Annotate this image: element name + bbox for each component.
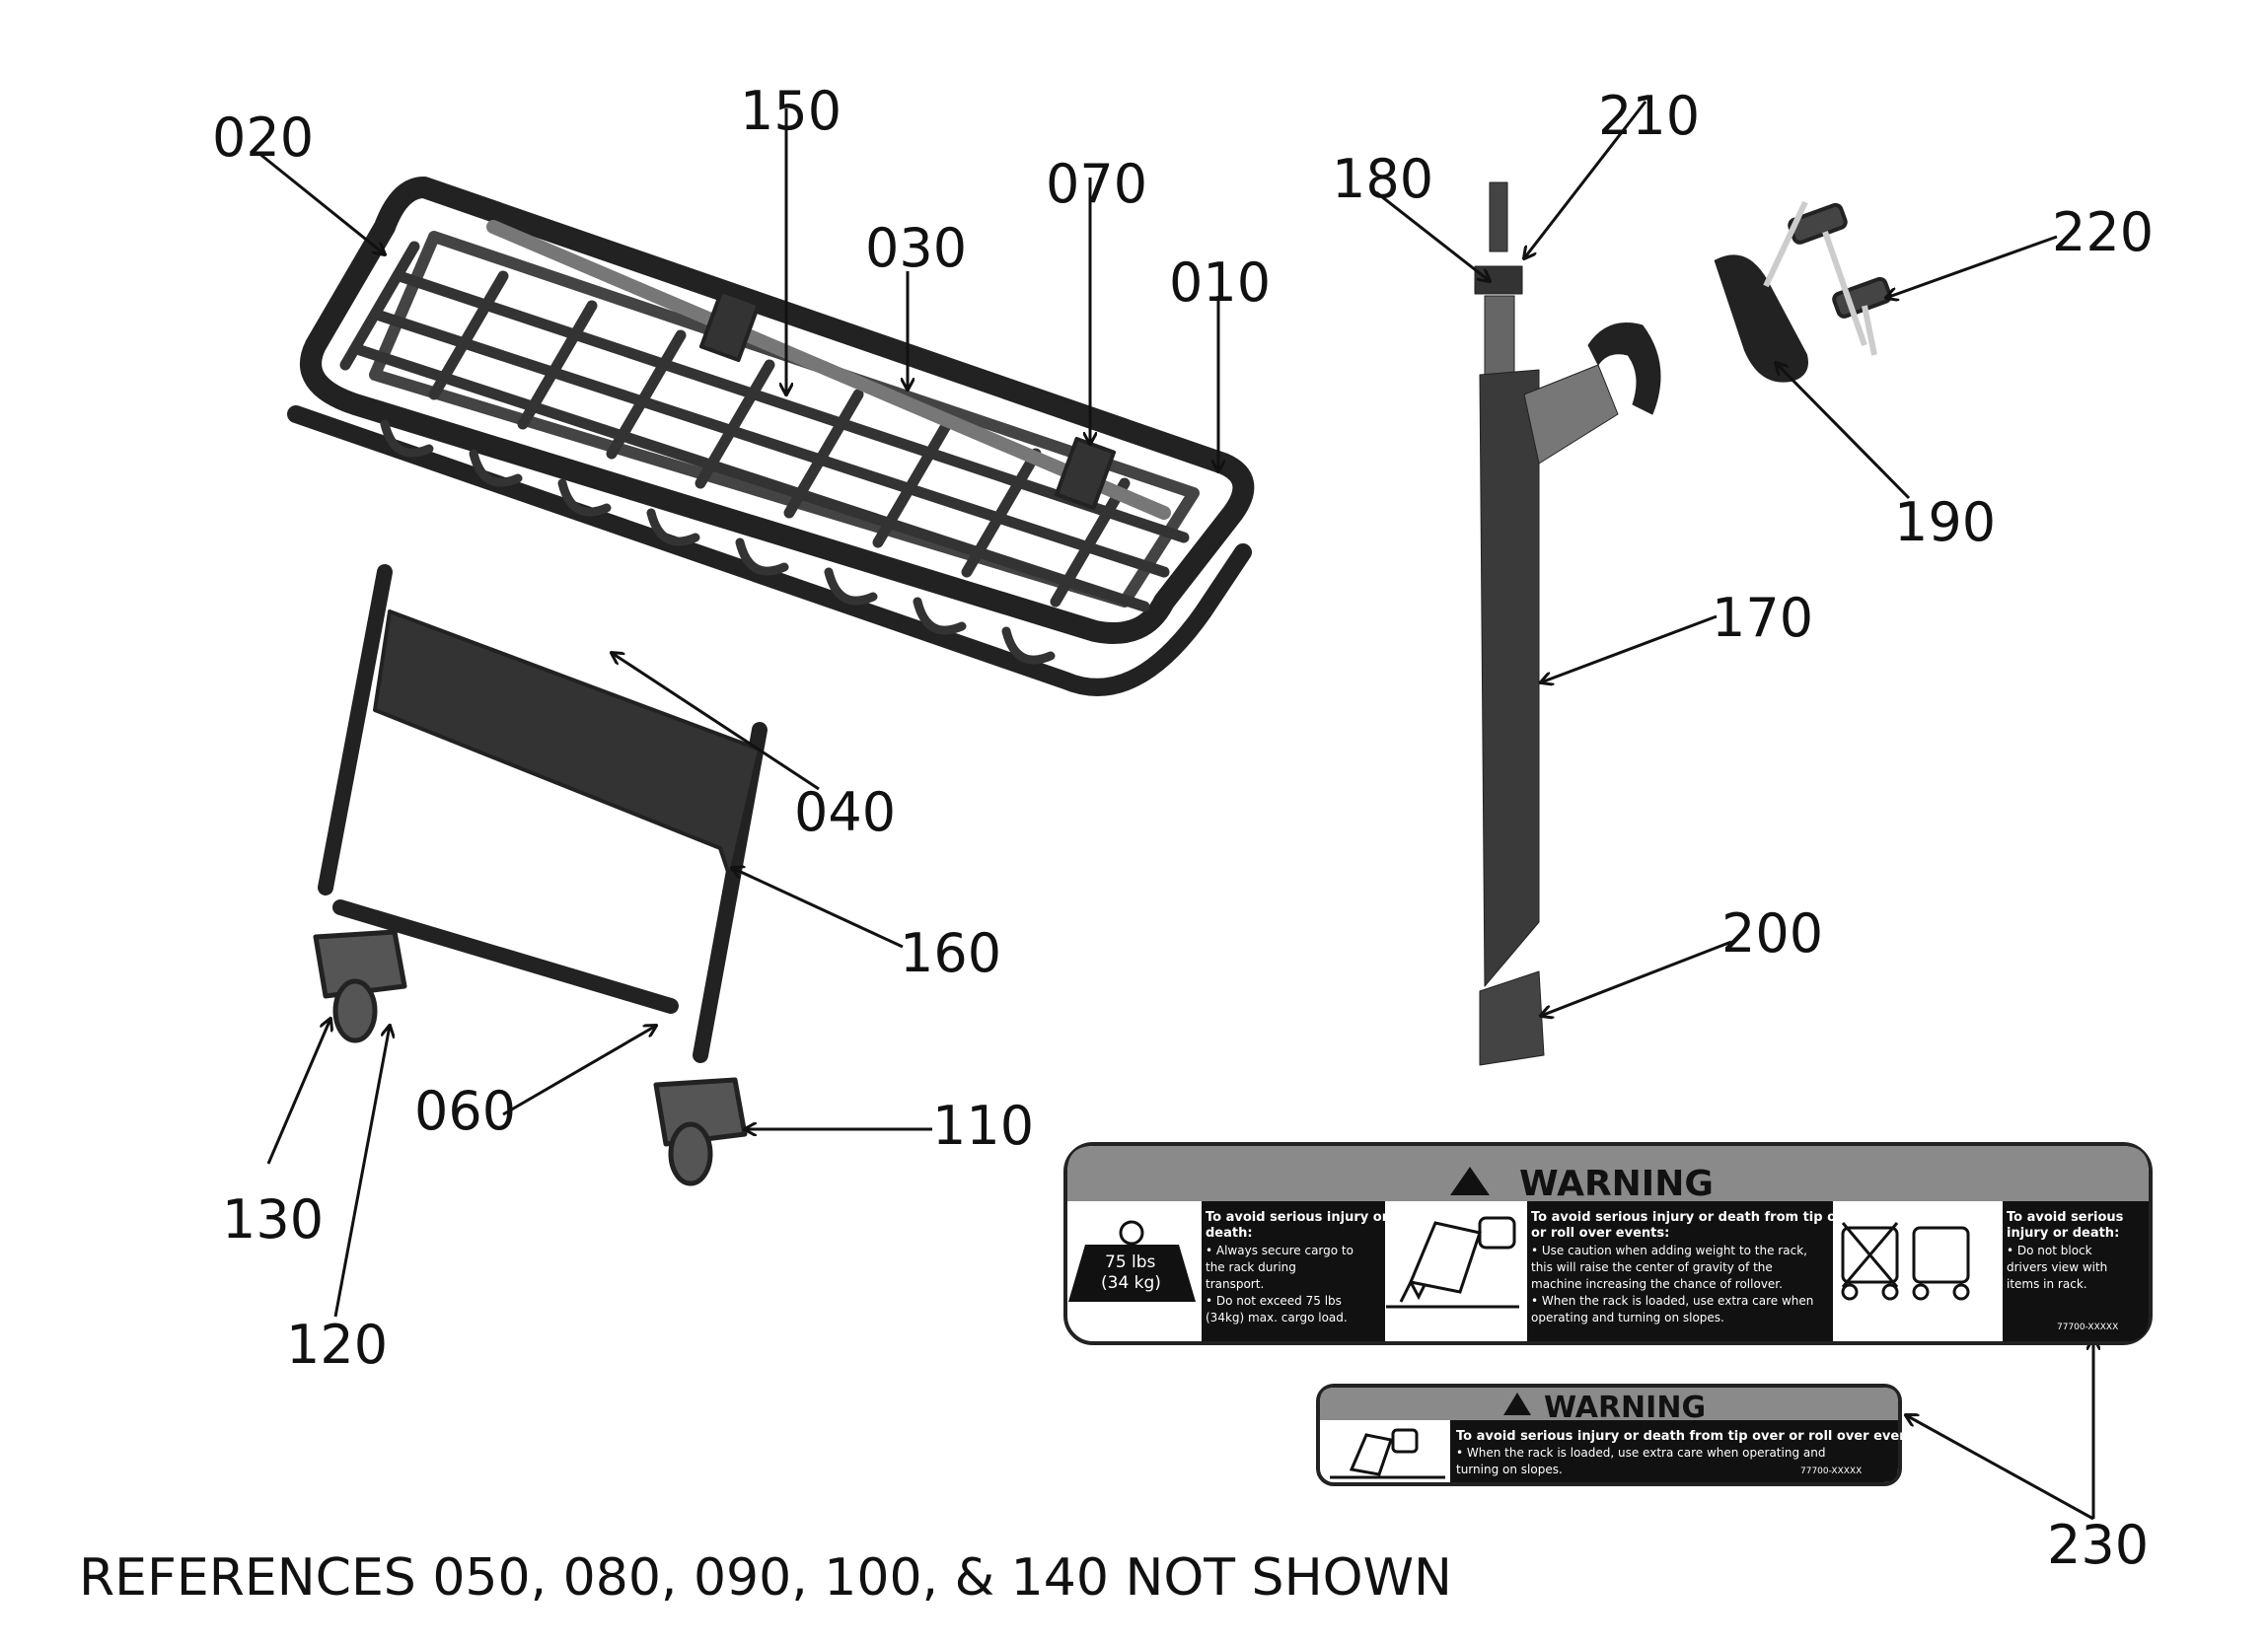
decal-small-line-1: • When the rack is loaded, use extra car…: [1456, 1446, 1825, 1460]
panel3-heading-2: injury or death:: [2007, 1226, 2119, 1241]
references-not-shown-note: REFERENCES 050, 080, 090, 100, & 140 NOT…: [79, 1548, 1452, 1608]
clamp-and-bolts: [1714, 200, 1892, 383]
seat-post-assembly: [1474, 181, 1661, 1066]
panel3-line-2: drivers view with: [2007, 1260, 2107, 1274]
callout-220: 220: [2052, 201, 2154, 263]
callout-labels: 020 150 030 070 010 040 160 060 110 130 …: [212, 80, 2154, 1576]
panel2-heading-1: To avoid serious injury or death from ti…: [1531, 1210, 1860, 1225]
decal-small-heading: To avoid serious injury or death from ti…: [1456, 1429, 1928, 1444]
callout-060: 060: [414, 1080, 516, 1142]
panel1-heading-1: To avoid serious injury or: [1206, 1210, 1389, 1225]
callout-070: 070: [1046, 153, 1147, 215]
callout-210: 210: [1598, 85, 1700, 147]
leader-lines: [257, 101, 2093, 1521]
rollover-pictogram-icon: [1386, 1216, 1519, 1309]
panel1-line-1: • Always secure cargo to: [1206, 1244, 1353, 1257]
callout-120: 120: [286, 1314, 388, 1376]
panel1-heading-2: death:: [1206, 1226, 1253, 1241]
panel2-line-3: machine increasing the chance of rollove…: [1531, 1277, 1783, 1291]
callout-030: 030: [865, 217, 967, 279]
panel2-heading-2: or roll over events:: [1531, 1226, 1669, 1241]
callout-180: 180: [1332, 148, 1433, 210]
callout-230: 230: [2047, 1514, 2149, 1576]
callout-130: 130: [222, 1188, 324, 1251]
panel2-line-4: • When the rack is loaded, use extra car…: [1531, 1294, 1813, 1308]
decal-small-code: 77700-XXXXX: [1800, 1467, 1862, 1476]
panel3-heading-1: To avoid serious: [2007, 1210, 2124, 1225]
panel3-line-3: items in rack.: [2007, 1277, 2087, 1291]
callout-160: 160: [900, 922, 1001, 984]
warning-triangle-icon: [1450, 1167, 1490, 1195]
callout-200: 200: [1721, 902, 1823, 965]
callout-040: 040: [794, 781, 896, 843]
panel1-line-5: (34kg) max. cargo load.: [1206, 1311, 1348, 1324]
panel2-line-1: • Use caution when adding weight to the …: [1531, 1244, 1807, 1257]
weight-pictogram-icon: 75 lbs (34 kg): [1068, 1220, 1196, 1302]
panel1-line-3: transport.: [1206, 1277, 1264, 1291]
weight-label-kg: (34 kg): [1101, 1273, 1161, 1293]
decal-small-title: WARNING: [1544, 1391, 1706, 1425]
decal-small-line-2: turning on slopes.: [1456, 1463, 1563, 1476]
callout-110: 110: [932, 1095, 1034, 1157]
vehicle-view-pictogram-icon: [1841, 1222, 1970, 1301]
callout-170: 170: [1712, 587, 1813, 649]
rollover-pictogram-icon: [1330, 1428, 1445, 1479]
callout-010: 010: [1169, 251, 1271, 314]
warning-decal-small: WARNING To avoid serious injury or death…: [1316, 1384, 1928, 1486]
panel2-line-5: operating and turning on slopes.: [1531, 1311, 1724, 1324]
warning-decal-large: WARNING 75 lbs (34 kg) To avoid serious …: [1063, 1142, 2153, 1345]
weight-label-lbs: 75 lbs: [1105, 1252, 1156, 1272]
panel3-line-1: • Do not block: [2007, 1244, 2092, 1257]
panel1-line-4: • Do not exceed 75 lbs: [1206, 1294, 1342, 1308]
callout-020: 020: [212, 107, 314, 169]
warning-triangle-icon: [1503, 1393, 1531, 1415]
decal-large-code: 77700-XXXXX: [2057, 1323, 2118, 1332]
cargo-rack-assembly: [287, 177, 1255, 1186]
callout-190: 190: [1894, 491, 1996, 553]
decal-large-title: WARNING: [1519, 1164, 1714, 1204]
callout-150: 150: [740, 80, 841, 142]
panel1-line-2: the rack during: [1206, 1260, 1296, 1274]
panel2-line-2: this will raise the center of gravity of…: [1531, 1260, 1773, 1274]
